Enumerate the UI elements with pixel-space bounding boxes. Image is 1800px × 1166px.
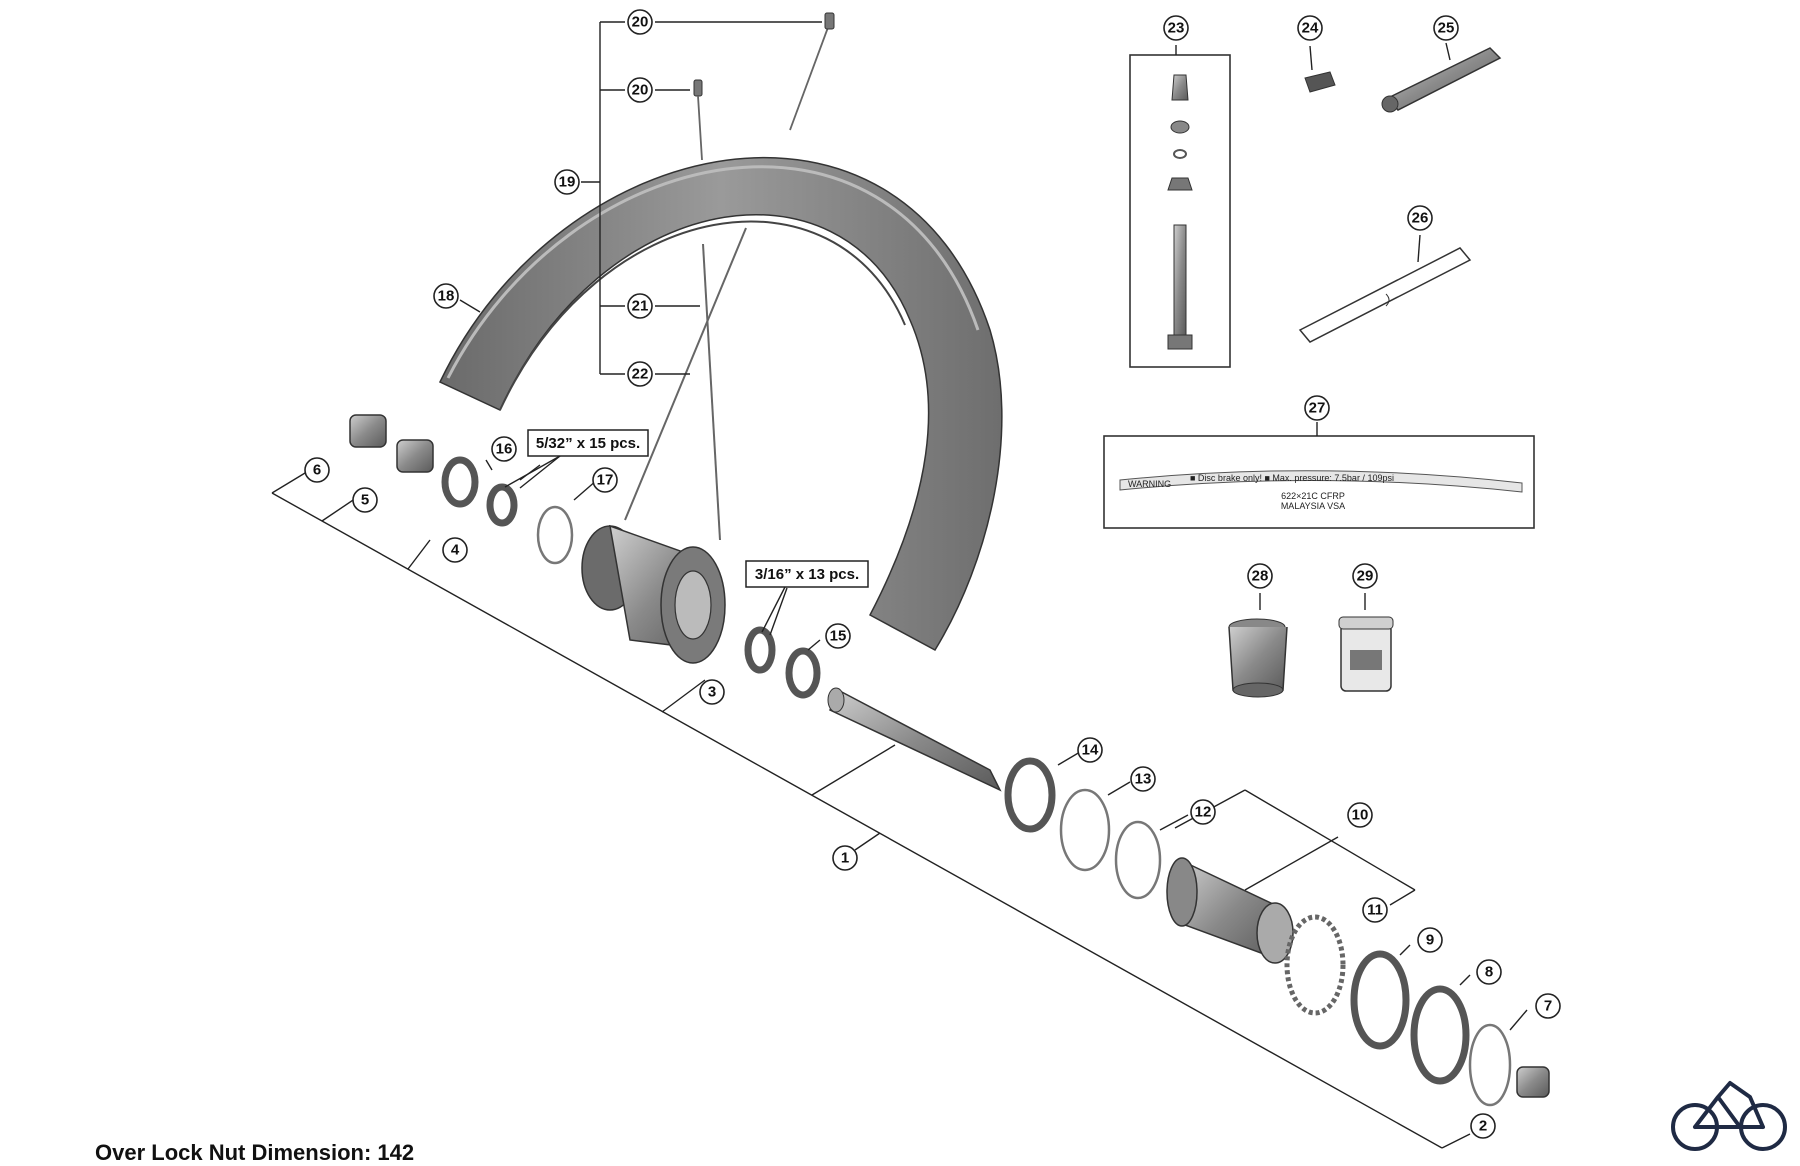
callout-14: 14 bbox=[1077, 737, 1103, 763]
callout-27: 27 bbox=[1304, 395, 1330, 421]
callout-4: 4 bbox=[442, 537, 468, 563]
hub-shell bbox=[581, 524, 726, 664]
spoke-wrench bbox=[1381, 47, 1502, 113]
svg-text:15: 15 bbox=[830, 628, 847, 645]
svg-text:25: 25 bbox=[1438, 20, 1455, 37]
bicycle-icon[interactable] bbox=[1670, 1075, 1790, 1155]
svg-text:26: 26 bbox=[1412, 210, 1429, 227]
valve-kit bbox=[1129, 54, 1231, 368]
callout-8: 8 bbox=[1476, 959, 1502, 985]
callout-21: 21 bbox=[627, 293, 653, 319]
spoke-nipples bbox=[693, 12, 835, 161]
qty-label-right: 3/16” x 13 pcs. bbox=[745, 560, 869, 633]
callout-28: 28 bbox=[1247, 563, 1273, 589]
label-size: 622×21C CFRP bbox=[1281, 491, 1345, 501]
svg-text:1: 1 bbox=[841, 850, 849, 867]
footer-dimension: Over Lock Nut Dimension: 142 bbox=[95, 1140, 415, 1165]
svg-text:27: 27 bbox=[1309, 400, 1326, 417]
svg-text:6: 6 bbox=[313, 462, 321, 479]
grease-jar bbox=[1338, 616, 1394, 692]
callout-12: 12 bbox=[1190, 799, 1216, 825]
label-line1: ■ Disc brake only! ■ Max. pressure: 7.5b… bbox=[1190, 473, 1394, 483]
callout-9: 9 bbox=[1417, 927, 1443, 953]
callout-18: 18 bbox=[433, 283, 459, 309]
svg-text:28: 28 bbox=[1252, 568, 1269, 585]
svg-text:14: 14 bbox=[1082, 742, 1099, 759]
svg-text:16: 16 bbox=[496, 441, 513, 458]
leader-lines bbox=[271, 21, 1528, 1149]
sleeve bbox=[1228, 618, 1288, 698]
svg-text:9: 9 bbox=[1426, 932, 1434, 949]
svg-text:13: 13 bbox=[1135, 771, 1152, 788]
qty-label-left: 5/32” x 15 pcs. bbox=[504, 429, 649, 489]
svg-text:18: 18 bbox=[438, 288, 455, 305]
callout-3: 3 bbox=[699, 679, 725, 705]
callout-25: 25 bbox=[1433, 15, 1459, 41]
callout-20-upper: 20 bbox=[627, 9, 653, 35]
callout-1: 1 bbox=[832, 845, 858, 871]
svg-text:8: 8 bbox=[1485, 964, 1493, 981]
spoke-magnet bbox=[1304, 71, 1336, 93]
svg-text:10: 10 bbox=[1352, 807, 1369, 824]
rim-label-box: WARNING ■ Disc brake only! ■ Max. pressu… bbox=[1103, 435, 1535, 529]
svg-text:11: 11 bbox=[1367, 902, 1383, 919]
svg-text:29: 29 bbox=[1357, 568, 1374, 585]
freehub-rings bbox=[1004, 757, 1162, 900]
svg-text:17: 17 bbox=[597, 472, 614, 489]
callout-11: 11 bbox=[1362, 897, 1388, 923]
svg-text:24: 24 bbox=[1302, 20, 1319, 37]
right-end-rings bbox=[1350, 950, 1550, 1107]
svg-text:5: 5 bbox=[361, 492, 369, 509]
callout-24: 24 bbox=[1297, 15, 1323, 41]
svg-text:20: 20 bbox=[632, 82, 649, 99]
callout-5: 5 bbox=[352, 487, 378, 513]
label-warning: WARNING bbox=[1128, 479, 1171, 489]
freehub-body bbox=[1166, 857, 1346, 1016]
svg-text:3/16” x 13 pcs.: 3/16” x 13 pcs. bbox=[755, 566, 859, 583]
callout-29: 29 bbox=[1352, 563, 1378, 589]
callout-10: 10 bbox=[1347, 802, 1373, 828]
svg-text:7: 7 bbox=[1544, 998, 1552, 1015]
callout-2: 2 bbox=[1470, 1113, 1496, 1139]
right-bearings bbox=[744, 626, 821, 699]
callout-17: 17 bbox=[592, 467, 618, 493]
svg-text:20: 20 bbox=[632, 14, 649, 31]
svg-text:5/32” x 15 pcs.: 5/32” x 15 pcs. bbox=[536, 435, 640, 452]
svg-text:21: 21 bbox=[632, 298, 649, 315]
callout-16: 16 bbox=[491, 436, 517, 462]
svg-text:12: 12 bbox=[1195, 804, 1212, 821]
svg-text:3: 3 bbox=[708, 684, 716, 701]
svg-text:23: 23 bbox=[1168, 20, 1185, 37]
svg-text:19: 19 bbox=[559, 174, 576, 191]
svg-text:2: 2 bbox=[1479, 1118, 1487, 1135]
rim-tape bbox=[1298, 247, 1472, 343]
callout-23: 23 bbox=[1163, 15, 1189, 41]
callout-13: 13 bbox=[1130, 766, 1156, 792]
left-end-caps bbox=[349, 414, 574, 565]
rim bbox=[438, 156, 1003, 651]
label-origin: MALAYSIA VSA bbox=[1281, 501, 1345, 511]
callout-7: 7 bbox=[1535, 993, 1561, 1019]
svg-text:4: 4 bbox=[451, 542, 460, 559]
callout-15: 15 bbox=[825, 623, 851, 649]
callout-26: 26 bbox=[1407, 205, 1433, 231]
callout-20-lower: 20 bbox=[627, 77, 653, 103]
callout-6: 6 bbox=[304, 457, 330, 483]
svg-text:22: 22 bbox=[632, 366, 649, 383]
callout-19: 19 bbox=[554, 169, 580, 195]
callout-22: 22 bbox=[627, 361, 653, 387]
axle bbox=[827, 687, 1002, 792]
